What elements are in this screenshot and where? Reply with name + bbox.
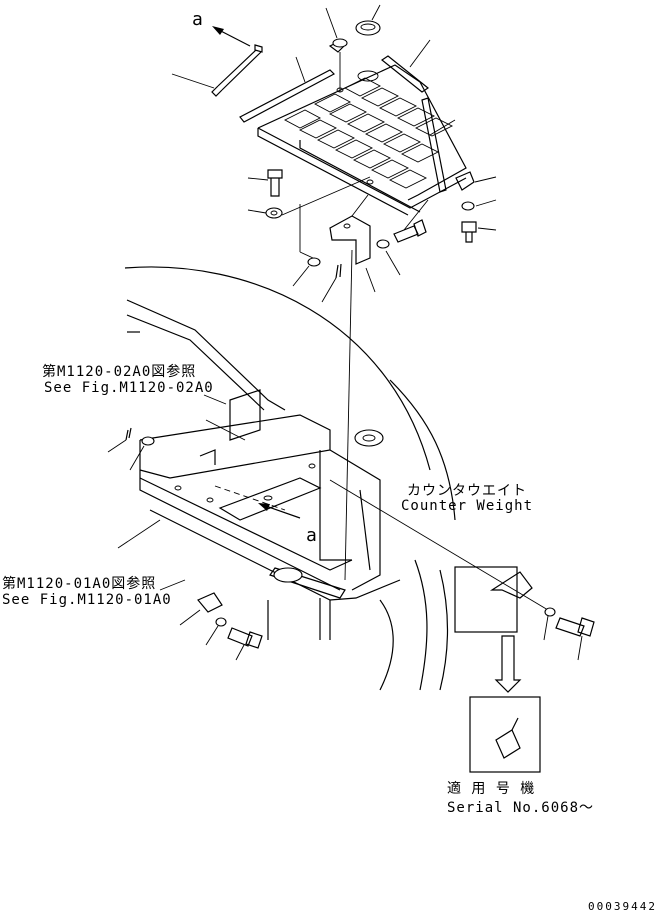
arrow-a-mid-icon [258,503,301,519]
clip-bottom [197,592,223,613]
knob-part [328,38,348,92]
seal-strip-left [239,69,335,123]
seal-strip-right [380,55,430,93]
lockwasher-frame [125,427,132,441]
counterweight-label-jp: カウンタウエイト [407,483,527,499]
washer-left [265,207,283,219]
reference-bottom-jp: 第M1120-01A0図参照 [2,576,157,592]
bolt-bottom [227,627,263,649]
counterweight-label-en: Counter Weight [401,498,534,514]
bolt-right [461,221,477,243]
washer-bottom [215,617,227,627]
counterweight-outline [124,266,431,471]
mounting-bracket [329,215,371,265]
counterweight-hole [354,429,384,447]
washer-frame [141,436,155,446]
washer-bracket [376,239,390,249]
bolt-detail [555,617,595,637]
reference-bottom-en: See Fig.M1120-01A0 [2,592,172,608]
drawing-number: 00039442 [588,900,657,913]
bolt-left [267,169,283,197]
frame-structure [126,299,449,691]
seal-strip-side [421,97,447,193]
reference-top-en: See Fig.M1120-02A0 [44,380,214,396]
arrow-a-mid-label: a [306,525,318,546]
clip-right [455,171,475,191]
washer-detail [544,607,556,617]
arrow-a-top-icon [212,26,251,47]
lockwasher-lower [335,263,342,279]
reference-top-jp: 第M1120-02A0図参照 [42,364,197,380]
floor-plate [257,64,467,216]
detail-box-after [469,696,541,773]
serial-label-jp: 適 用 号 機 [447,781,536,797]
washer-lower [307,257,321,267]
cap-part [355,20,381,36]
washer-right [461,201,475,211]
detail-box-before [329,479,549,633]
arrow-a-top-label: a [192,9,204,30]
bolt-bracket [393,219,427,243]
handle-rod [211,44,263,97]
down-arrow-icon [494,635,522,693]
serial-label-en: Serial No.6068～ [447,800,595,816]
